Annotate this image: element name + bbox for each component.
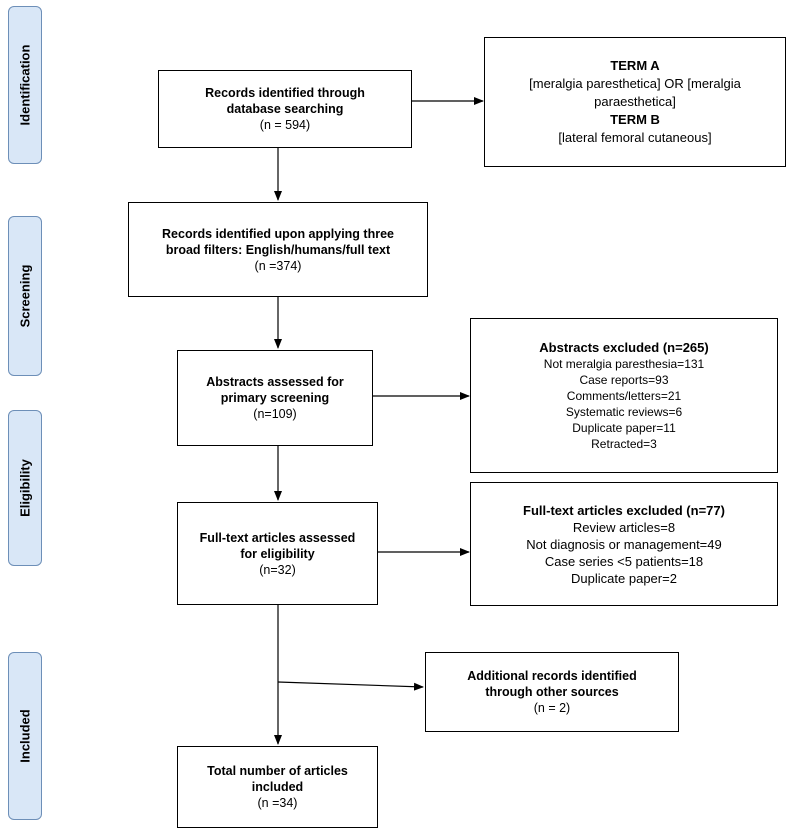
fulltext-assessed-title-1: Full-text articles assessed (199, 530, 356, 545)
total-included-box: Total number of articles included (n =34… (177, 746, 378, 828)
abstracts-excluded-title: Abstracts excluded (n=265) (539, 339, 709, 355)
term-b-label: TERM B (610, 112, 660, 127)
additional-records-box: Additional records identified through ot… (425, 652, 679, 732)
abstracts-excluded-item: Case reports=93 (579, 372, 669, 387)
phase-identification: Identification (8, 6, 42, 164)
total-included-count: (n =34) (257, 796, 298, 810)
abstracts-excluded-item: Comments/letters=21 (566, 388, 682, 403)
term-a-label: TERM A (610, 58, 660, 73)
abstracts-assessed-box: Abstracts assessed for primary screening… (177, 350, 373, 446)
term-a-line-1: [meralgia paresthetica] OR [meralgia (529, 76, 741, 91)
records-identified-count: (n = 594) (259, 118, 311, 132)
fulltext-excluded-item: Review articles=8 (572, 519, 676, 535)
abstracts-excluded-item: Systematic reviews=6 (565, 404, 683, 419)
arrow-to-additional (277, 681, 424, 691)
fulltext-excluded-box: Full-text articles excluded (n=77) Revie… (470, 482, 778, 606)
additional-records-title-1: Additional records identified (467, 669, 637, 683)
abstracts-excluded-item: Retracted=3 (591, 436, 657, 451)
total-included-title-1: Total number of articles (207, 764, 348, 778)
abstracts-assessed-count: (n=109) (253, 407, 297, 421)
total-included-title-2: included (251, 780, 304, 794)
abstracts-excluded-item: Not meralgia paresthesia=131 (543, 356, 705, 371)
filters-title-1: Records identified upon applying three (162, 226, 394, 241)
abstracts-assessed-title-1: Abstracts assessed for (206, 375, 344, 389)
phase-eligibility: Eligibility (8, 410, 42, 566)
records-identified-title-1: Records identified through (205, 86, 365, 100)
additional-records-title-2: through other sources (485, 685, 619, 699)
fulltext-excluded-item: Not diagnosis or management=49 (526, 536, 722, 552)
records-identified-title-2: database searching (226, 102, 344, 116)
additional-records-count: (n = 2) (533, 701, 571, 715)
phase-screening: Screening (8, 216, 42, 376)
fulltext-assessed-title-2: for eligibility (240, 546, 315, 561)
filters-title-2: broad filters: English/humans/full text (165, 242, 391, 257)
fulltext-assessed-box: Full-text articles assessed for eligibil… (177, 502, 378, 605)
filters-count: (n =374) (254, 258, 302, 273)
term-a-line-2: paraesthetica] (594, 94, 676, 109)
fulltext-assessed-count: (n=32) (259, 562, 296, 577)
abstracts-excluded-box: Abstracts excluded (n=265) Not meralgia … (470, 318, 778, 473)
phase-included: Included (8, 652, 42, 820)
fulltext-excluded-item: Duplicate paper=2 (571, 570, 677, 586)
filters-box: Records identified upon applying three b… (128, 202, 428, 297)
abstracts-assessed-title-2: primary screening (220, 391, 330, 405)
term-b-text: [lateral femoral cutaneous] (558, 130, 712, 145)
fulltext-excluded-item: Case series <5 patients=18 (544, 553, 704, 569)
abstracts-excluded-item: Duplicate paper=11 (572, 420, 676, 435)
search-terms-box: TERM A [meralgia paresthetica] OR [meral… (484, 37, 786, 167)
records-identified-box: Records identified through database sear… (158, 70, 412, 148)
fulltext-excluded-title: Full-text articles excluded (n=77) (523, 502, 725, 518)
